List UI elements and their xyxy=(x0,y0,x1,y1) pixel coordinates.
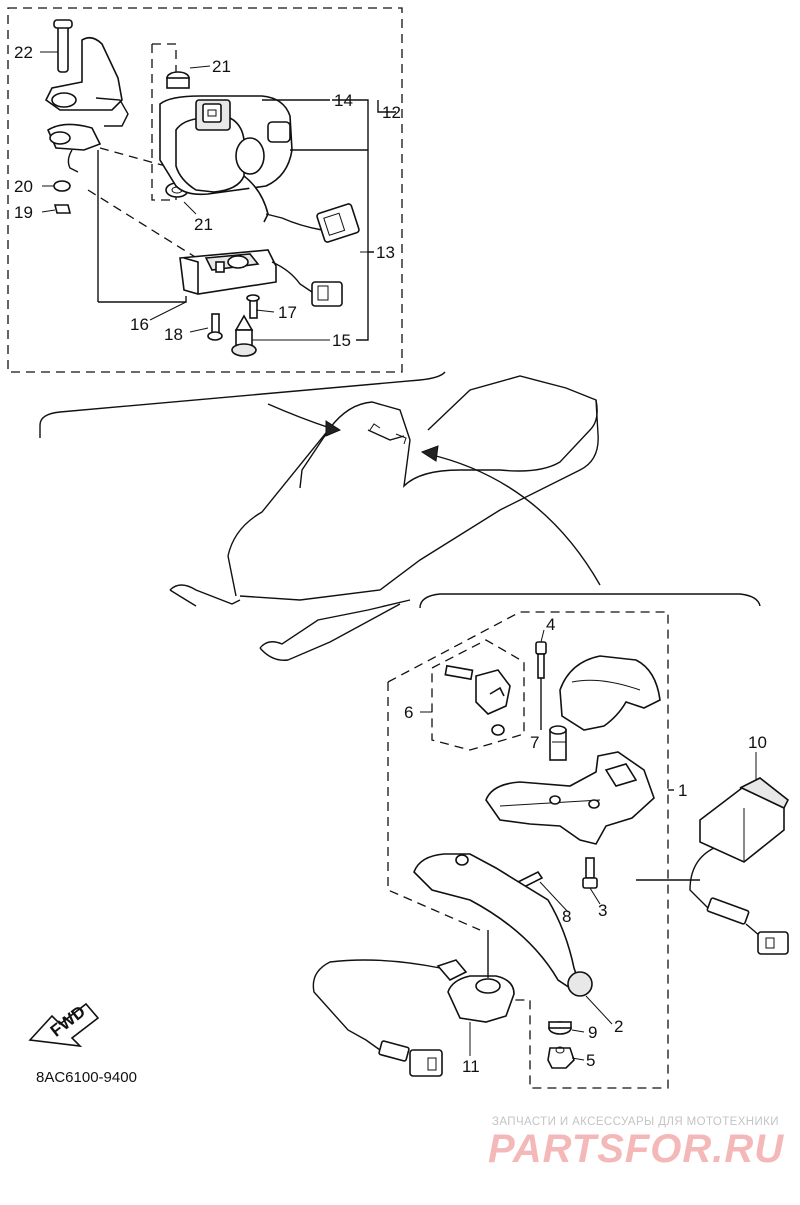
label-1: 1 xyxy=(678,781,687,800)
leader-lines xyxy=(40,51,757,1061)
screw-17 xyxy=(246,294,260,319)
label-20: 20 xyxy=(14,177,33,196)
label-7: 7 xyxy=(530,733,539,752)
bolt-15 xyxy=(231,314,257,357)
label-13: 13 xyxy=(376,243,395,262)
label-4: 4 xyxy=(546,615,555,634)
throttle-housing xyxy=(485,751,655,845)
part-numbers: 22 21 14 12 20 19 21 13 16 18 17 15 4 6 … xyxy=(14,43,767,1086)
label-5: 5 xyxy=(586,1051,595,1070)
watermark: ЗАПЧАСТИ И АКСЕССУАРЫ ДЛЯ МОТОТЕХНИКИ PA… xyxy=(488,1116,784,1171)
label-19: 19 xyxy=(14,203,33,222)
label-21-bottom: 21 xyxy=(194,215,213,234)
bottom-assembly xyxy=(28,593,790,1089)
screw-3 xyxy=(582,857,598,889)
label-15: 15 xyxy=(332,331,351,350)
mount-bracket xyxy=(44,19,129,173)
connector-10 xyxy=(689,777,790,955)
switch-box xyxy=(159,95,368,196)
nut-19 xyxy=(53,204,72,214)
label-6: 6 xyxy=(404,703,413,722)
label-16: 16 xyxy=(130,315,149,334)
label-17: 17 xyxy=(278,303,297,322)
label-11: 11 xyxy=(462,1057,480,1076)
watermark-brand: PARTSFOR.RU xyxy=(488,1127,784,1171)
grommet-21-top xyxy=(166,71,190,89)
watermark-tagline: ЗАПЧАСТИ И АКСЕССУАРЫ ДЛЯ МОТОТЕХНИКИ xyxy=(492,1116,779,1128)
fwd-arrow-icon xyxy=(28,1002,100,1048)
switch-11 xyxy=(312,930,515,1077)
label-18: 18 xyxy=(164,325,183,344)
label-10: 10 xyxy=(748,733,767,752)
washer-20 xyxy=(53,180,71,192)
upper-connector xyxy=(243,175,360,243)
label-3: 3 xyxy=(598,901,607,920)
top-inset xyxy=(7,7,446,438)
throttle-lever xyxy=(413,853,593,997)
nut-5 xyxy=(547,1046,575,1069)
label-14: 14 xyxy=(334,91,353,110)
screw-18 xyxy=(207,313,223,341)
label-12: 12 xyxy=(382,103,401,122)
washer-9 xyxy=(548,1021,572,1035)
throttle-cover xyxy=(559,655,661,731)
switch-housing xyxy=(97,150,343,307)
label-21-top: 21 xyxy=(212,57,231,76)
diagram-code: 8AC6100-9400 xyxy=(36,1069,137,1086)
label-8: 8 xyxy=(562,907,571,926)
bolt-4 xyxy=(535,641,547,730)
label-2: 2 xyxy=(614,1017,623,1036)
switch-6 xyxy=(444,664,511,736)
snowmobile-outline xyxy=(169,375,601,661)
collar-7 xyxy=(549,725,567,761)
label-9: 9 xyxy=(588,1023,597,1042)
label-22: 22 xyxy=(14,43,33,62)
